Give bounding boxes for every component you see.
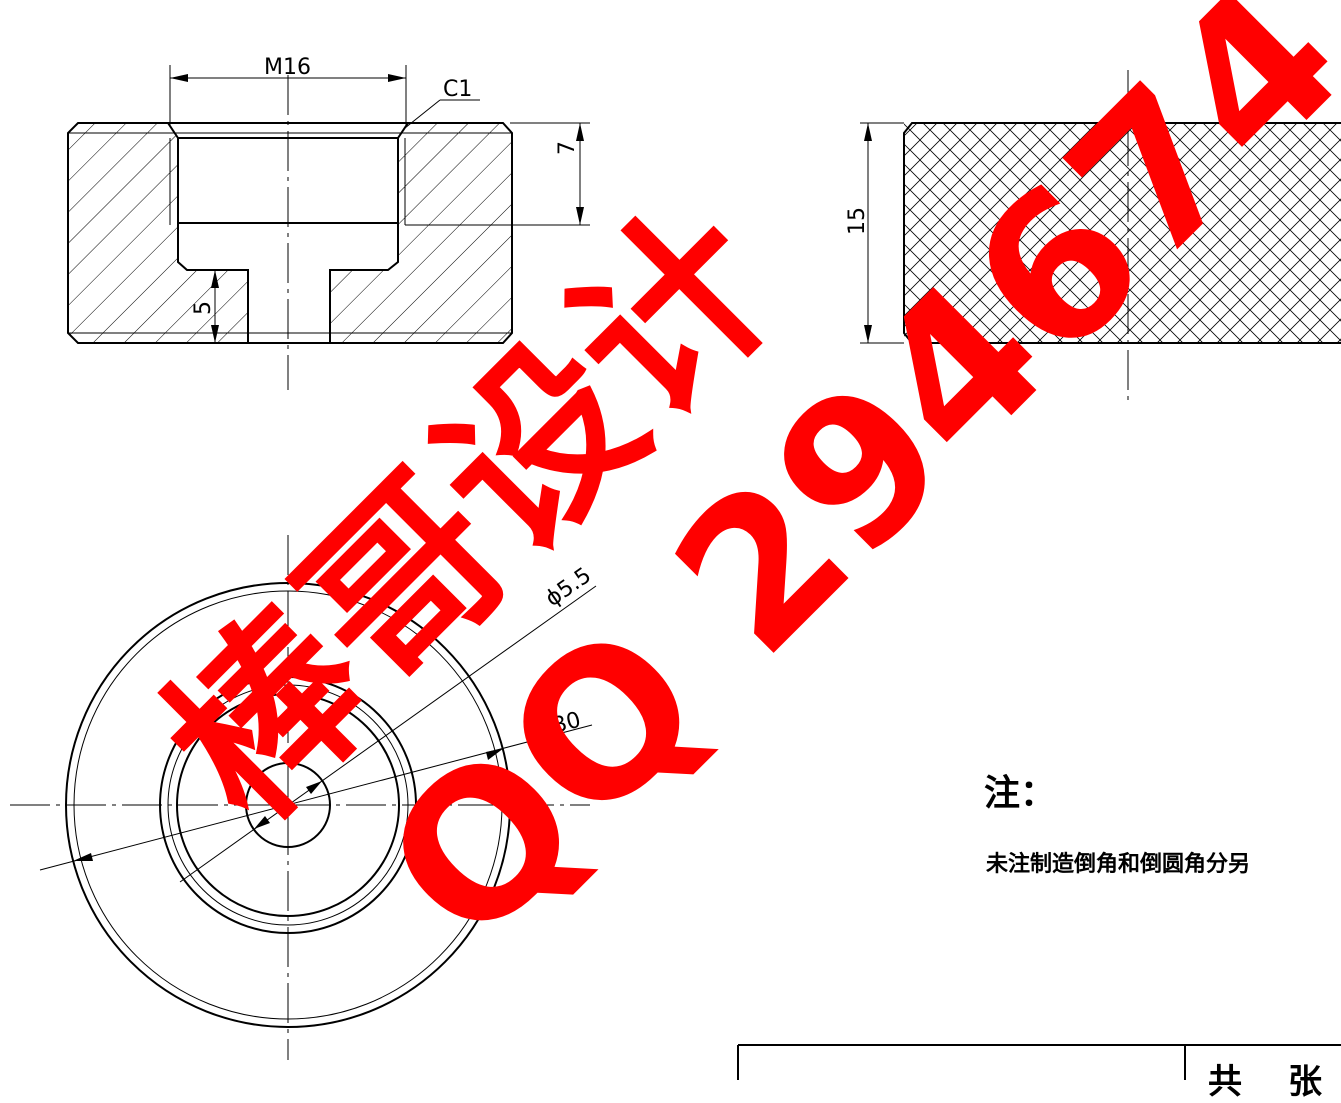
dim-thread-label: M16 — [264, 55, 311, 80]
dim-hole-depth-label: 5 — [191, 301, 216, 315]
title-block-cell-a: 共 — [1208, 1062, 1242, 1102]
dim-chamfer-label: C1 — [443, 77, 472, 102]
section-view: M16 C1 7 5 — [67, 55, 590, 390]
notes-text: 未注制造倒角和倒圆角分另 — [986, 852, 1251, 877]
notes-title: 注： — [984, 773, 1057, 814]
dim-thread-depth-label: 7 — [555, 141, 580, 155]
title-block — [737, 1044, 1341, 1080]
title-block-cell-b: 张 — [1288, 1062, 1322, 1102]
watermark: 棒哥设计 QQ 2946747473 — [126, 0, 1341, 988]
technical-drawing: M16 C1 7 5 15 — [10, 0, 1341, 1080]
side-view: 15 — [845, 70, 1341, 400]
section-hatch — [68, 123, 512, 343]
dim-height-label: 15 — [845, 207, 870, 235]
